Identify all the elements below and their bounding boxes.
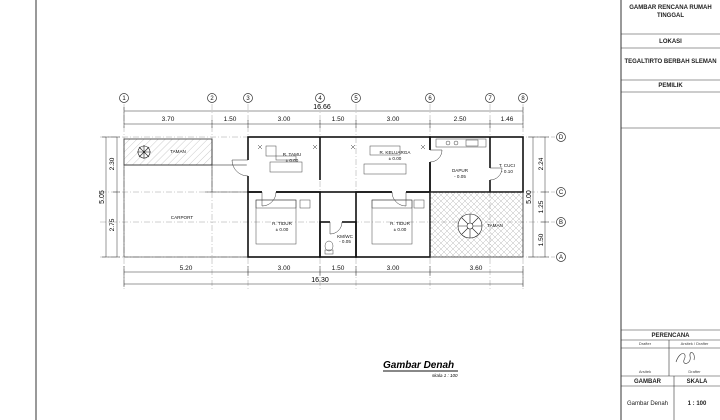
axis-label-4: 4 bbox=[318, 96, 322, 102]
room-label-carport: CARPORT bbox=[171, 215, 194, 220]
project-title: GAMBAR RENCANA RUMAH TINGGAL bbox=[629, 5, 712, 19]
tree-icon bbox=[457, 213, 483, 239]
room-label-km-wc: KM/WC bbox=[337, 234, 354, 239]
dim-right-seg-3: 1.50 bbox=[538, 233, 545, 246]
location-value: TEGALTIRTO BERBAH SLEMAN bbox=[624, 59, 717, 65]
axis-label-3: 3 bbox=[246, 96, 250, 102]
drawing-caption-scale: skala 1 : 100 bbox=[432, 373, 458, 378]
planner-left: Drafter bbox=[638, 341, 652, 346]
dim-bottom-seg-1: 5.20 bbox=[180, 265, 193, 272]
axis-markers-vertical bbox=[119, 93, 528, 103]
dim-bottom-seg-4: 3.00 bbox=[387, 265, 400, 272]
axis-label-7: 7 bbox=[488, 96, 492, 102]
carport-area bbox=[123, 164, 249, 258]
dim-bottom-seg-2: 3.00 bbox=[278, 265, 291, 272]
dim-left-seg-2: 2.75 bbox=[109, 218, 116, 231]
room-label-r-tamu: R. TAMU bbox=[283, 152, 301, 157]
axis-label-c: C bbox=[559, 190, 564, 196]
room-label-taman-left: TAMAN bbox=[170, 149, 186, 154]
planner-right: Arsitek / Drafter bbox=[680, 341, 709, 346]
room-label-r-tidur-2: R. TIDUR bbox=[390, 221, 411, 226]
scale-value: 1 : 100 bbox=[687, 401, 707, 407]
dim-top-seg-1: 3.70 bbox=[162, 116, 175, 123]
room-level-dapur: - 0.05 bbox=[454, 174, 466, 179]
planner-label: PERENCANA bbox=[651, 333, 690, 339]
furniture bbox=[255, 138, 487, 255]
dim-top-seg-3: 3.00 bbox=[278, 116, 291, 123]
dim-top-total: 16.66 bbox=[313, 104, 331, 111]
dim-right-total: 5.00 bbox=[526, 190, 533, 204]
room-label-r-keluarga: R. KELUARGA bbox=[380, 150, 412, 155]
indoor-plant-icons bbox=[257, 144, 426, 150]
room-label-dapur: DAPUR bbox=[452, 168, 469, 173]
title-block: GAMBAR RENCANA RUMAH TINGGAL LOKASI TEGA… bbox=[621, 0, 720, 420]
sign-left: Arsitek bbox=[638, 369, 652, 374]
dim-bottom-total: 16.30 bbox=[311, 277, 329, 284]
bottom-dimension-lines bbox=[123, 266, 524, 287]
axis-markers-horizontal bbox=[556, 132, 566, 262]
room-level-t-cuci: - 0.10 bbox=[501, 169, 513, 174]
left-dimension-lines bbox=[102, 136, 120, 258]
plant-icon bbox=[137, 145, 151, 159]
dim-bottom-seg-3: 1.50 bbox=[332, 265, 345, 272]
dim-top-seg-2: 1.50 bbox=[224, 116, 237, 123]
dim-top-seg-6: 2.50 bbox=[454, 116, 467, 123]
top-dimension-lines bbox=[123, 107, 524, 128]
doors bbox=[231, 149, 503, 235]
dim-top-seg-4: 1.50 bbox=[332, 116, 345, 123]
dim-bottom-seg-5: 3.60 bbox=[470, 265, 483, 272]
axis-label-b: B bbox=[559, 220, 563, 226]
dim-right-seg-1: 2.24 bbox=[538, 157, 545, 170]
room-label-r-tidur-1: R. TIDUR bbox=[272, 221, 293, 226]
axis-label-8: 8 bbox=[521, 96, 525, 102]
drawing-caption-title: Gambar Denah bbox=[383, 360, 454, 371]
dim-left-seg-1: 2.30 bbox=[109, 157, 116, 170]
sign-right: Drafter bbox=[688, 369, 701, 374]
room-label-t-cuci: T. CUCI bbox=[499, 163, 515, 168]
drawing-label: GAMBAR bbox=[634, 379, 661, 385]
dim-top-seg-5: 3.00 bbox=[387, 116, 400, 123]
room-label-taman-right: TAMAN bbox=[487, 223, 503, 228]
axis-label-d: D bbox=[559, 135, 564, 141]
dim-right-seg-2: 1.25 bbox=[538, 200, 545, 213]
room-level-km-wc: - 0.05 bbox=[339, 239, 351, 244]
room-level-r-tidur-2: ± 0.00 bbox=[394, 227, 407, 232]
title-block-frame bbox=[621, 33, 720, 420]
axis-label-6: 6 bbox=[428, 96, 432, 102]
location-label: LOKASI bbox=[659, 39, 682, 45]
scale-label: SKALA bbox=[686, 379, 708, 385]
room-level-r-tidur-1: ± 0.00 bbox=[276, 227, 289, 232]
axis-label-a: A bbox=[559, 255, 563, 261]
room-level-r-keluarga: ± 0.00 bbox=[389, 156, 402, 161]
dim-left-total: 5.05 bbox=[99, 190, 106, 204]
axis-label-2: 2 bbox=[210, 96, 214, 102]
axis-label-5: 5 bbox=[354, 96, 358, 102]
axis-label-1: 1 bbox=[122, 96, 126, 102]
dim-top-seg-7: 1.46 bbox=[501, 116, 514, 123]
room-level-r-tamu: ± 0.00 bbox=[286, 158, 299, 163]
signature-mark bbox=[675, 352, 695, 364]
right-dimension-lines bbox=[528, 136, 549, 258]
drawing-value: Gambar Denah bbox=[626, 401, 669, 407]
owner-label: PEMILIK bbox=[658, 83, 683, 89]
